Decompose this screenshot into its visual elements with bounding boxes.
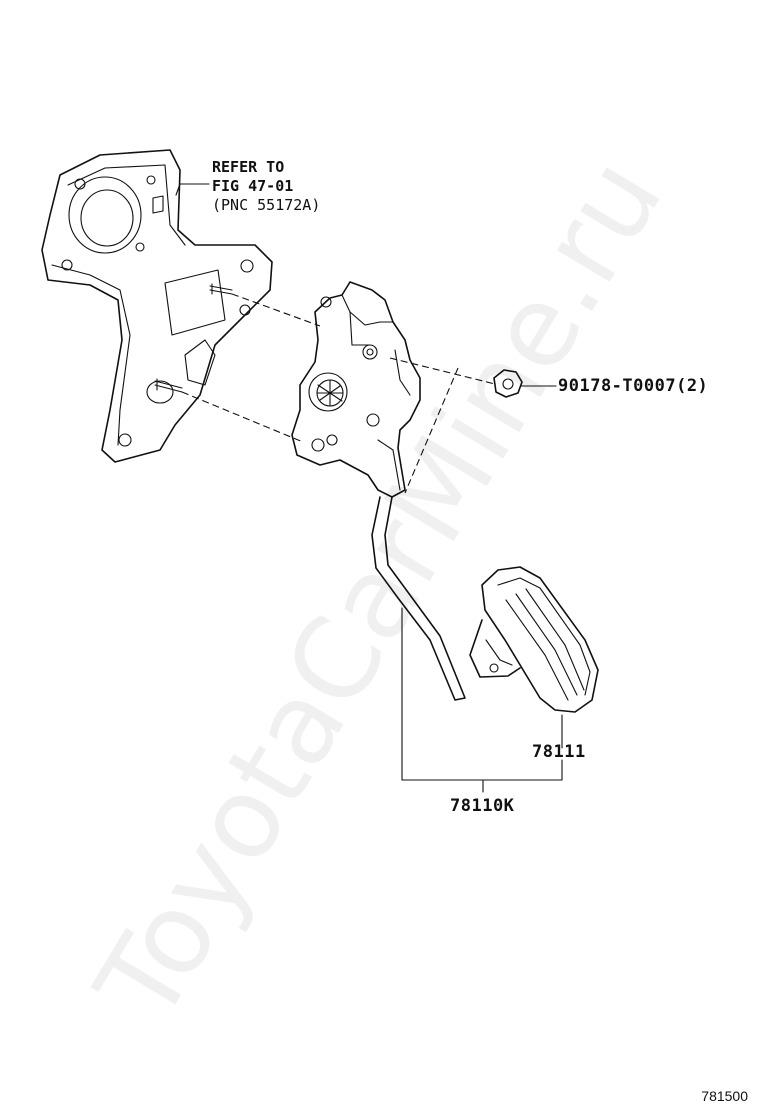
- leader-lines: [175, 183, 563, 793]
- diagram-code: 781500: [701, 1088, 748, 1104]
- nut-part: [493, 369, 523, 398]
- refer-note-line3: (PNC 55172A): [212, 196, 321, 214]
- pedal-bracket: [41, 149, 273, 463]
- assembly-part-number[interactable]: 78110K: [450, 796, 515, 816]
- pad-part-number[interactable]: 78111: [532, 742, 586, 762]
- pedal-pad-part: [469, 566, 599, 713]
- refer-note-line1: REFER TO: [212, 158, 285, 176]
- assembly-lines: [181, 293, 496, 494]
- nut-part-number[interactable]: 90178-T0007(2): [558, 376, 709, 396]
- refer-note-line2: FIG 47-01: [212, 177, 294, 195]
- pedal-module: [291, 281, 466, 701]
